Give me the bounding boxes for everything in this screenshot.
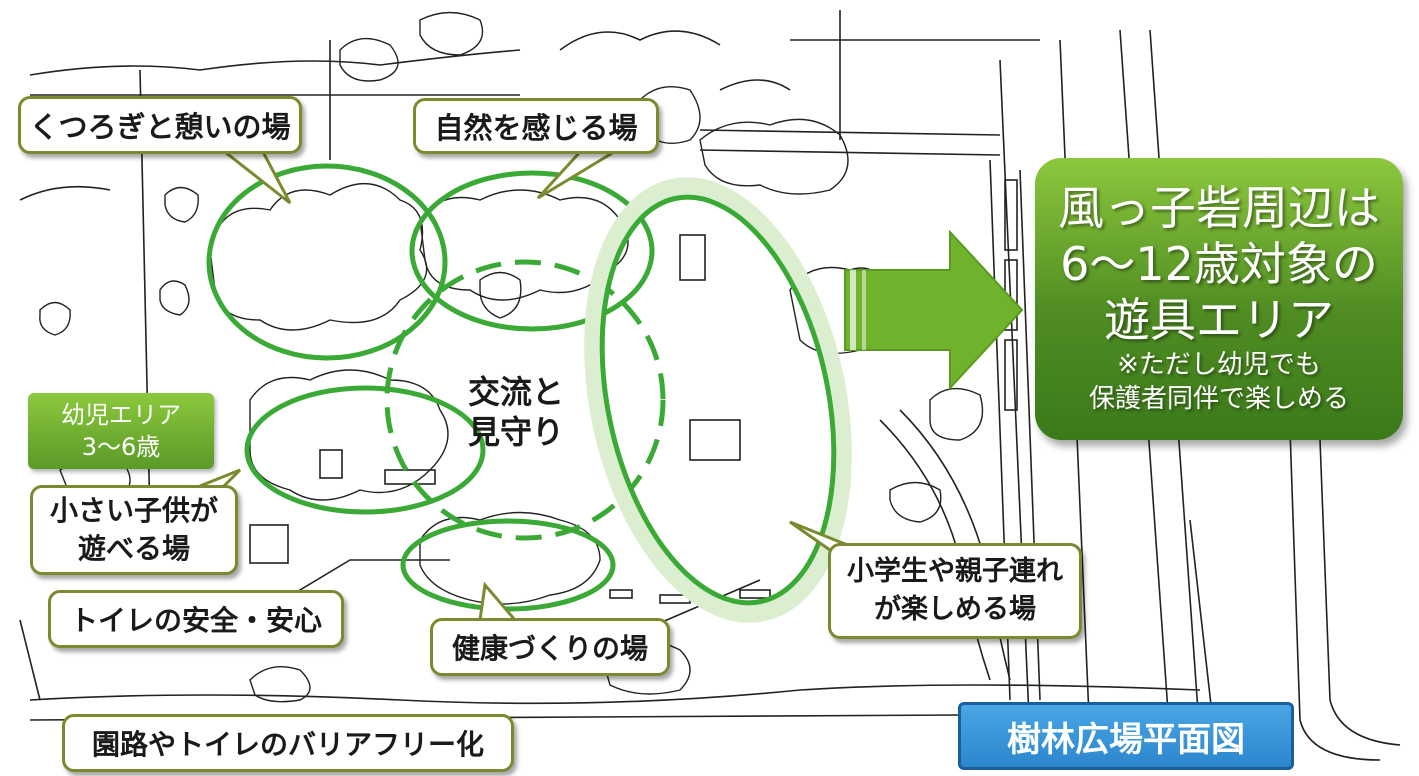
zone-nature	[409, 170, 655, 332]
play-area-line3: 遊具エリア	[1104, 293, 1334, 347]
zone-exchange	[384, 259, 666, 541]
zone-elementary	[584, 177, 852, 623]
zone-relax	[206, 163, 448, 361]
infant-area-line1: 幼児エリア	[61, 401, 181, 429]
play-area-line1: 風っ子砦周辺は	[1058, 181, 1380, 235]
zone-ellipses	[206, 163, 666, 612]
infant-area-label: 幼児エリア 3〜6歳	[28, 393, 214, 469]
callout-relax: くつろぎと憩いの場	[18, 96, 302, 154]
zone-small-children	[244, 385, 486, 515]
callout-small-children: 小さい子供が 遊べる場	[30, 485, 238, 575]
callout-small-children-line1: 小さい子供が	[49, 494, 218, 527]
exchange-label-line1: 交流と	[468, 373, 565, 411]
callout-nature: 自然を感じる場	[413, 98, 659, 154]
callout-barrier-free: 園路やトイレのバリアフリー化	[62, 714, 514, 772]
map-title: 樹林広場平面図	[958, 702, 1294, 770]
callout-relax-text: くつろぎと憩いの場	[29, 110, 291, 144]
callout-nature-text: 自然を感じる場	[434, 111, 638, 145]
green-arrow	[844, 229, 1024, 391]
callout-toilet-safety-text: トイレの安全・安心	[69, 604, 322, 637]
map-title-text: 樹林広場平面図	[1007, 719, 1245, 760]
play-area-note1: ※ただし幼児でも	[1117, 350, 1321, 380]
facilities	[249, 179, 1018, 604]
callout-elementary-line2: が楽しめる場	[874, 594, 1036, 625]
zone-health	[400, 518, 616, 612]
play-area-note2: 保護者同伴で楽しめる	[1088, 384, 1349, 414]
callout-elementary: 小学生や親子連れ が楽しめる場	[828, 543, 1082, 639]
play-area-line2: 6〜12歳対象の	[1060, 237, 1378, 291]
map-paths	[19, 10, 1401, 761]
callout-small-children-line2: 遊べる場	[77, 532, 190, 565]
callout-toilet-safety: トイレの安全・安心	[48, 590, 344, 648]
callout-health: 健康づくりの場	[430, 618, 670, 676]
infant-area-line2: 3〜6歳	[81, 433, 161, 461]
exchange-label: 交流と 見守り	[468, 372, 564, 452]
callout-health-text: 健康づくりの場	[451, 632, 648, 665]
callout-barrier-free-text: 園路やトイレのバリアフリー化	[91, 728, 484, 761]
play-area-info-box: 風っ子砦周辺は 6〜12歳対象の 遊具エリア ※ただし幼児でも 保護者同伴で楽し…	[1035, 158, 1403, 440]
callout-elementary-line1: 小学生や親子連れ	[847, 556, 1063, 587]
exchange-label-line2: 見守り	[468, 413, 565, 451]
